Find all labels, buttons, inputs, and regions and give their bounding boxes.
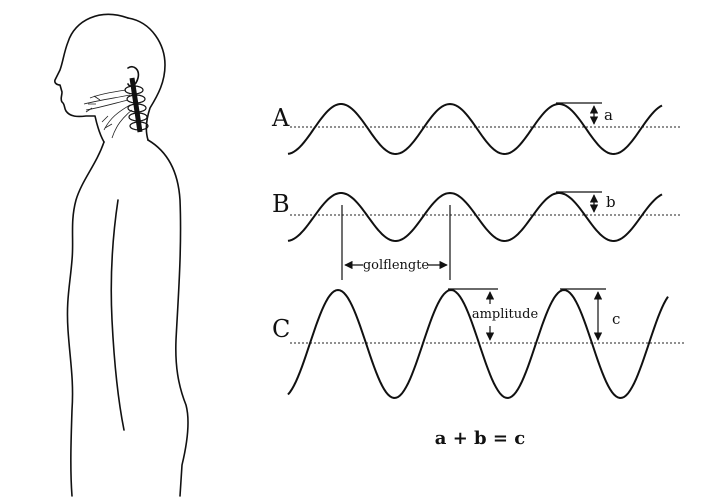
head-outline (54, 13, 129, 143)
cervical-vertebrae (124, 77, 149, 133)
amplitude-marker-mid: amplitude (448, 288, 539, 341)
amplitude-marker-a: a (556, 102, 613, 125)
row-label-a: A (271, 104, 290, 132)
chest-outline (66, 141, 105, 497)
wave-c (287, 288, 669, 400)
svg-text:b: b (606, 193, 616, 211)
wave-a (287, 102, 663, 156)
amplitude-label: amplitude (472, 307, 539, 322)
wavelength-label: golflengte (363, 258, 430, 273)
amplitude-marker-b: b (556, 191, 616, 213)
human-profile-illustration (54, 13, 189, 497)
amplitude-marker-c: c (560, 288, 620, 341)
back-outline (147, 139, 189, 497)
wave-b (287, 191, 663, 243)
facial-nerves (83, 89, 133, 139)
row-label-c: C (272, 315, 290, 343)
svg-text:a: a (604, 106, 613, 124)
arm-outline (110, 199, 125, 431)
wavelength-marker: golflengte (341, 205, 451, 280)
equation: a + b = c (435, 428, 525, 449)
row-label-b: B (272, 190, 290, 218)
svg-text:c: c (612, 310, 620, 328)
